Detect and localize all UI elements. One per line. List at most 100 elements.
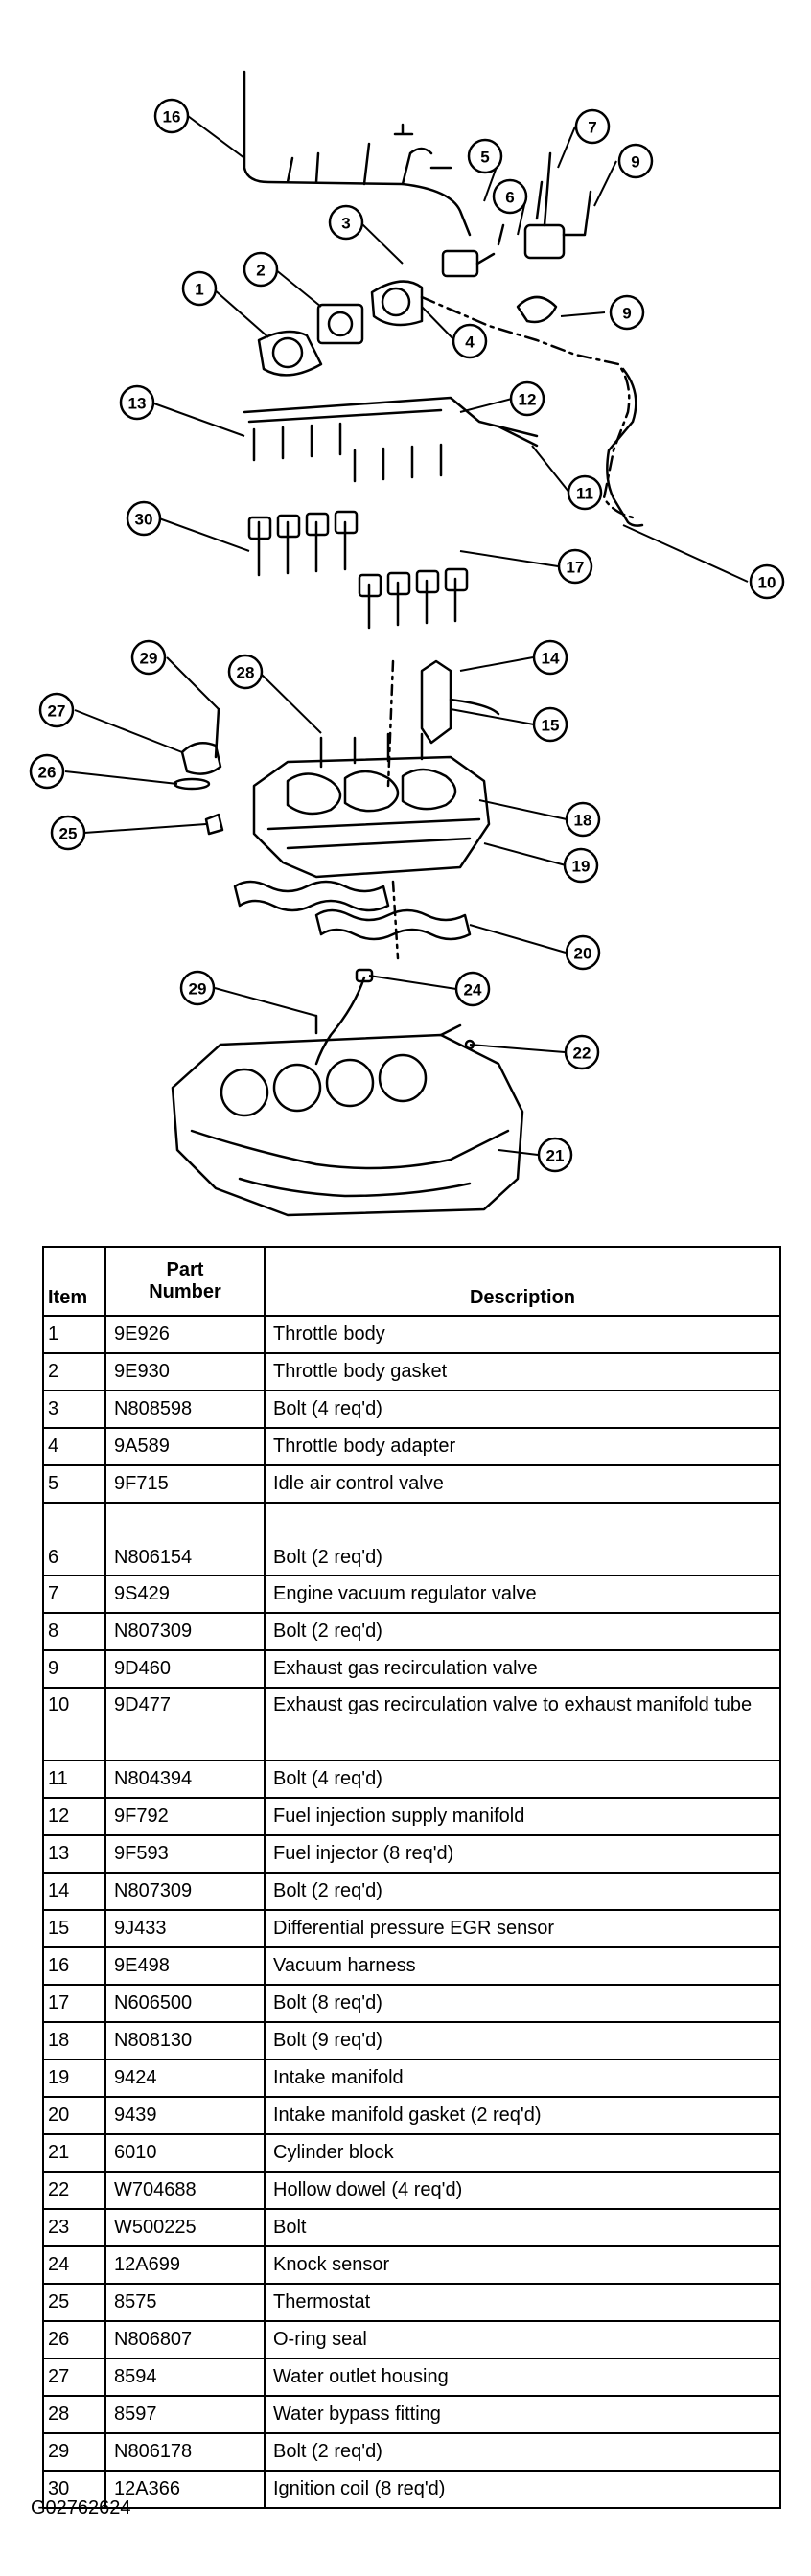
ignition-coils-part (247, 510, 469, 630)
item-cell: 13 (42, 1834, 106, 1874)
description-cell: Bolt (4 req'd) (264, 1390, 781, 1429)
callout-22: 22 (564, 1034, 600, 1070)
part-number-cell: 8597 (104, 2395, 266, 2434)
description-cell: Water bypass fitting (264, 2395, 781, 2434)
egr-sensor-part (386, 659, 500, 788)
callout-number: 2 (256, 262, 265, 280)
item-cell: 5 (42, 1464, 106, 1504)
description-cell: Bolt (2 req'd) (264, 2432, 781, 2472)
description-cell: Engine vacuum regulator valve (264, 1575, 781, 1614)
part-number-cell: N806178 (104, 2432, 266, 2472)
callout-circle (50, 815, 86, 851)
callout-number: 4 (465, 334, 475, 352)
callout-circle (29, 753, 65, 790)
item-cell: 20 (42, 2096, 106, 2135)
description-cell: Intake manifold (264, 2058, 781, 2098)
item-cell: 23 (42, 2208, 106, 2247)
description-cell: Exhaust gas recirculation valve to exhau… (264, 1687, 781, 1761)
part-number-cell: 9J433 (104, 1909, 266, 1948)
callout-circle (532, 639, 568, 676)
description-cell: Bolt (2 req'd) (264, 1502, 781, 1576)
callout-circle (467, 138, 503, 174)
description-cell: Differential pressure EGR sensor (264, 1909, 781, 1948)
header-item: Item (42, 1246, 106, 1317)
knock-sensor-part (314, 968, 374, 1066)
description-cell: Throttle body gasket (264, 1352, 781, 1392)
callout-number: 11 (576, 485, 593, 503)
callout-18: 18 (565, 801, 601, 838)
part-number-cell: 9E926 (104, 1315, 266, 1354)
callout-number: 9 (631, 153, 639, 172)
callout-number: 10 (758, 574, 776, 592)
part-number-cell: 9E930 (104, 1352, 266, 1392)
part-number-cell: 12A699 (104, 2245, 266, 2285)
part-number-cell: N806807 (104, 2320, 266, 2359)
callout-21: 21 (537, 1137, 573, 1173)
callout-2: 2 (243, 251, 279, 288)
item-cell: 16 (42, 1946, 106, 1986)
callout-27: 27 (38, 692, 75, 728)
item-cell: 25 (42, 2283, 106, 2322)
description-cell: Intake manifold gasket (2 req'd) (264, 2096, 781, 2135)
description-cell: Fuel injector (8 req'd) (264, 1834, 781, 1874)
callout-7: 7 (574, 108, 611, 145)
part-number-cell: 9F715 (104, 1464, 266, 1504)
callout-number: 14 (542, 650, 560, 668)
callout-number: 21 (546, 1147, 565, 1165)
callout-circle (564, 1034, 600, 1070)
callout-number: 12 (519, 391, 537, 409)
description-cell: O-ring seal (264, 2320, 781, 2359)
callout-circle (492, 178, 528, 215)
callout-circle (179, 970, 216, 1006)
callout-29: 29 (130, 639, 167, 676)
callout-circle (574, 108, 611, 145)
callout-10: 10 (749, 564, 785, 600)
egr-tube-part (606, 367, 644, 527)
callout-circle (126, 500, 162, 537)
callout-24: 24 (454, 971, 491, 1007)
part-number-cell: 9S429 (104, 1575, 266, 1614)
callout-19: 19 (563, 847, 599, 884)
callout-circle (119, 384, 155, 421)
callout-circle (243, 251, 279, 288)
description-cell: Bolt (4 req'd) (264, 1760, 781, 1799)
callout-number: 20 (574, 945, 592, 963)
callout-number: 5 (480, 149, 489, 167)
callout-circle (537, 1137, 573, 1173)
callout-number: 24 (464, 981, 482, 1000)
callout-number: 27 (48, 702, 66, 721)
part-number-cell: 9D460 (104, 1649, 266, 1689)
item-cell: 17 (42, 1984, 106, 2023)
description-cell: Thermostat (264, 2283, 781, 2322)
description-cell: Hollow dowel (4 req'd) (264, 2171, 781, 2210)
callout-30: 30 (126, 500, 162, 537)
part-number-cell: 9F792 (104, 1797, 266, 1836)
item-cell: 12 (42, 1797, 106, 1836)
item-cell: 6 (42, 1502, 106, 1576)
callout-number: 29 (140, 650, 158, 668)
callout-13: 13 (119, 384, 155, 421)
item-cell: 1 (42, 1315, 106, 1354)
callout-circle (130, 639, 167, 676)
callout-20: 20 (565, 934, 601, 971)
item-cell: 7 (42, 1575, 106, 1614)
item-cell: 26 (42, 2320, 106, 2359)
callout-14: 14 (532, 639, 568, 676)
item-cell: 22 (42, 2171, 106, 2210)
item-cell: 24 (42, 2245, 106, 2285)
callout-circle (227, 654, 264, 690)
callout-number: 6 (505, 189, 514, 207)
